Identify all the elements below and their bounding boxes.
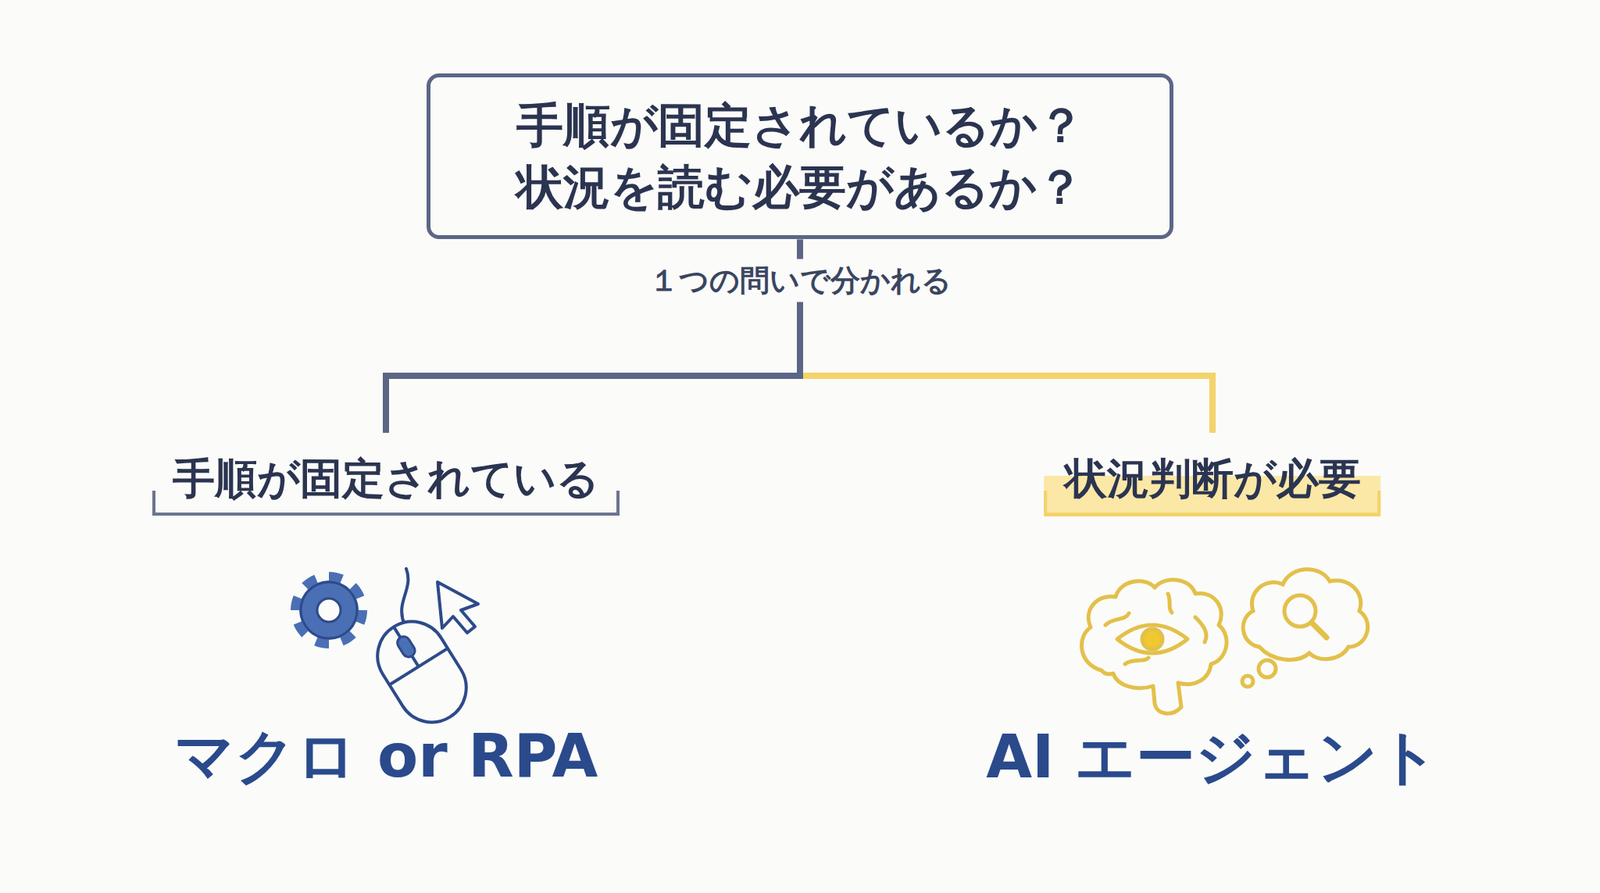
- gear-icon: [299, 580, 359, 640]
- thought-cloud: [1242, 569, 1368, 661]
- brain-icon: [1081, 579, 1227, 714]
- thought-dot: [1258, 660, 1276, 678]
- tool-name: マクロ or RPA: [174, 720, 599, 792]
- magnifier-handle: [1311, 622, 1327, 638]
- brain-outline: [1081, 579, 1227, 714]
- gear-hole: [317, 598, 341, 622]
- branch-label: 手順が固定されている: [152, 451, 620, 516]
- question-text: 手順が固定されているか？ 状況を読む必要があるか？: [458, 94, 1142, 218]
- branch-node: 手順が固定されているマクロ or RPA: [152, 451, 620, 792]
- branch-note: １つの問いで分かれる: [641, 259, 960, 303]
- branch-label: 状況判断が必要: [1044, 451, 1382, 517]
- eye-outline: [1117, 625, 1188, 654]
- mouse-split: [393, 626, 419, 667]
- gear-teeth: [299, 580, 359, 640]
- mouse-wheel: [395, 634, 418, 660]
- tool-name: AI エージェント: [985, 721, 1440, 793]
- branch-node: 状況判断が必要 AI エージェント: [985, 451, 1440, 793]
- question-box: 手順が固定されているか？ 状況を読む必要があるか？: [426, 73, 1174, 240]
- cursor-icon: [437, 582, 479, 633]
- mouse-cable: [401, 568, 408, 625]
- thought-dot: [1242, 675, 1254, 687]
- mouse-icon: [364, 568, 480, 736]
- brain-fold: [1105, 593, 1207, 665]
- gear-body: [300, 582, 358, 639]
- thought-icon: [1242, 569, 1368, 687]
- eye-pupil: [1142, 628, 1163, 650]
